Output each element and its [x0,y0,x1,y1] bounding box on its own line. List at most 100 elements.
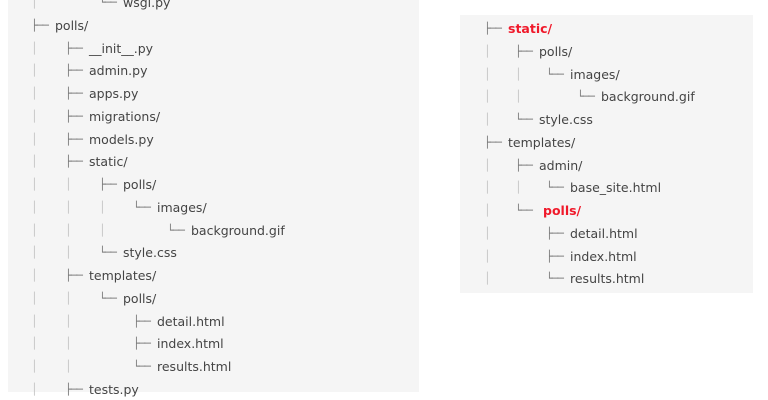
file-name: background.gif [601,89,695,105]
tree-guide-line: │ [484,158,491,172]
tree-guide-line: │ [31,246,38,260]
file-name: admin.py [89,63,148,79]
tree-row: │ │ └── background.gif [460,86,753,108]
tree-row: │││└──background.gif [8,220,419,242]
tree-row: │└──results.html [460,268,753,290]
tree-row: ││├──detail.html [8,311,419,333]
right-tree-panel: ├──static/│├──polls/││└──images/││└──bac… [460,15,753,293]
tree-guide-line: │ [31,155,38,169]
tree-guide-line: │ [484,181,491,195]
tree-branch-connector: └── [577,90,595,104]
tree-guide-line: │ [515,181,522,195]
tree-row: │ ├── admin.py [8,60,419,82]
tree-guide-line: │ [31,337,38,351]
tree-row: │├──admin/ [460,155,753,177]
tree-guide-line: │ [31,64,38,78]
tree-row: │ └── style.css [460,109,753,131]
tree-branch-connector: ├── [65,382,83,396]
tree-branch-connector: ├── [484,22,502,35]
tree-row: ││└──images/ [460,64,753,86]
folder-name: static/ [89,154,128,170]
tree-branch-connector: ├── [133,314,151,328]
tree-guide-line: │ [484,113,491,126]
tree-guide-line: │ [31,382,38,396]
tree-guide-line: │ [484,249,491,263]
tree-branch-connector: ├── [65,87,83,100]
tree-row: │ │ └── results.html [8,356,419,378]
file-name: tests.py [89,381,139,397]
tree-branch-connector: ├── [99,178,117,191]
tree-branch-connector: ├── [515,44,533,58]
tree-row: │├──migrations/ [8,106,419,128]
tree-guide-line: │ [65,246,72,260]
tree-guide-line: │ [65,223,72,237]
tree-row: ├── static/ [460,18,753,40]
tree-branch-connector: └── [133,200,151,214]
tree-guide-line: │ [484,90,491,104]
tree-row: │├──models.py [8,129,419,151]
tree-guide-line: │ [484,44,491,58]
tree-guide-line: │ [31,87,38,100]
file-name: results.html [157,359,232,374]
tree-row: ├── polls/ [8,15,419,37]
tree-branch-connector: └── [99,291,117,305]
tree-branch-connector: ├── [65,109,83,123]
tree-guide-line: │ [484,226,491,240]
tree-row: │├──static/ [8,151,419,173]
tree-branch-connector: ├── [546,249,564,263]
folder-name: static/ [508,21,553,36]
folder-name: images/ [157,199,207,215]
folder-name: polls/ [123,290,157,306]
tree-guide-line: │ [65,291,72,305]
file-name: models.py [89,131,154,147]
tree-row: │├──__init__.py [8,38,419,60]
file-name: background.gif [191,222,285,238]
tree-guide-line: │ [65,337,72,351]
tree-guide-line: │ [31,291,38,305]
tree-row: │├──polls/ [460,41,753,63]
folder-name: templates/ [508,134,576,150]
folder-name: polls/ [123,177,157,192]
folder-name: polls/ [55,17,89,33]
file-name: style.css [539,112,593,127]
tree-guide-line: │ [31,314,38,328]
file-name: __init__.py [89,40,154,56]
tree-guide-line: │ [31,0,38,9]
tree-guide-line: │ [31,360,38,373]
folder-name: images/ [570,66,620,82]
tree-guide-line: │ [65,314,72,328]
tree-guide-line: │ [31,132,38,146]
tree-row: │├──detail.html [460,223,753,245]
tree-branch-connector: └── [546,67,564,81]
tree-guide-line: │ [65,360,72,373]
folder-name: templates/ [89,268,157,283]
tree-guide-line: │ [484,272,491,286]
tree-row: │ ├── tests.py [8,379,419,400]
tree-branch-connector: ├── [31,18,49,32]
tree-branch-connector: └── [515,113,533,126]
tree-row: │ │ └── polls/ [8,288,419,310]
tree-branch-connector: └── [99,246,117,260]
tree-branch-connector: ├── [133,337,151,351]
file-name: results.html [570,271,645,287]
tree-row: │├──templates/ [8,265,419,287]
tree-row: ││└──base_site.html [460,177,753,199]
tree-row: │├──index.html [460,246,753,268]
tree-row: │││└──images/ [8,197,419,219]
tree-branch-connector: └── [515,204,533,217]
tree-row: ││├──index.html [8,333,419,355]
tree-guide-line: │ [515,67,522,81]
file-name: wsgi.py [123,0,171,10]
tree-branch-connector: ├── [484,135,502,149]
tree-branch-connector: ├── [65,64,83,78]
folder-name: migrations/ [89,108,161,124]
tree-guide-line: │ [31,223,38,237]
tree-branch-connector: └── [133,360,151,373]
tree-guide-line: │ [515,90,522,104]
left-tree-panel: │└──wsgi.py├──polls/│├──__init__.py│├──a… [8,0,419,397]
tree-branch-connector: └── [546,181,564,195]
tree-branch-connector: └── [99,0,117,9]
tree-guide-line: │ [31,200,38,214]
tree-row: ├── templates/ [460,132,753,154]
tree-branch-connector: └── [167,223,185,237]
